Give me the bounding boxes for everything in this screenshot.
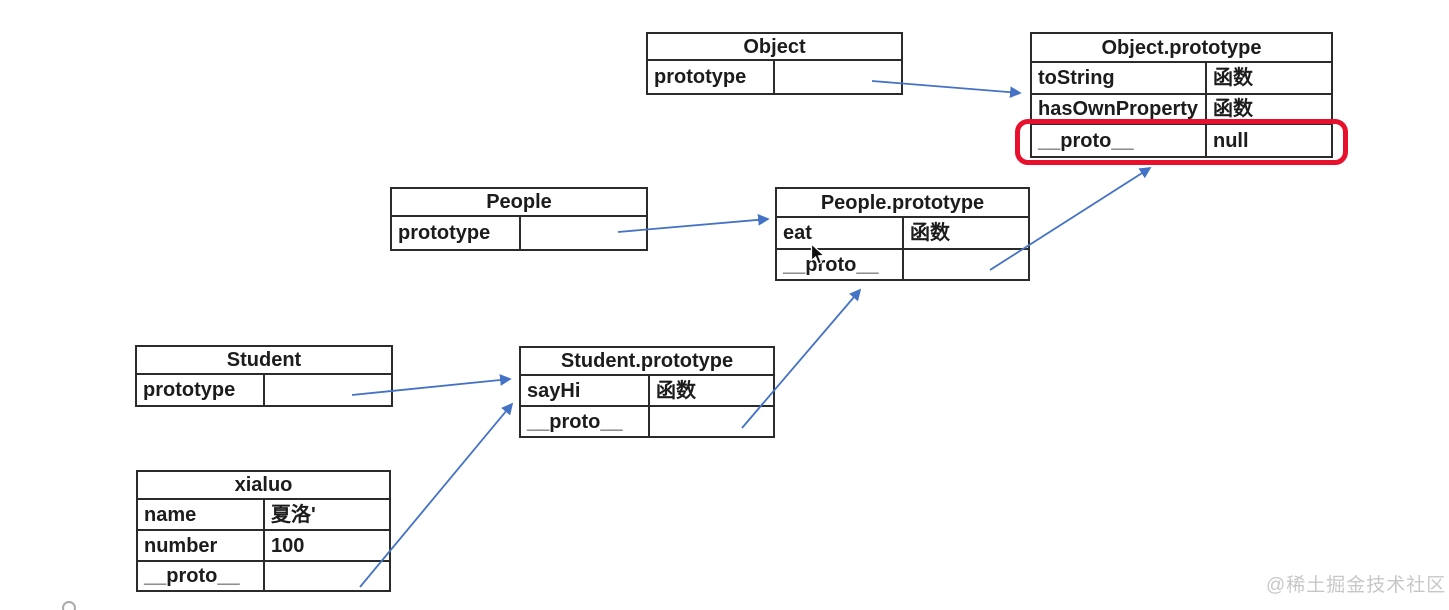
cell-number-key: number bbox=[138, 531, 265, 560]
table-people-prototype-title: People.prototype bbox=[820, 191, 985, 214]
mouse-cursor-icon bbox=[810, 243, 826, 265]
cell-number-value: 100 bbox=[271, 534, 305, 557]
table-row: prototype bbox=[648, 59, 901, 93]
table-xialuo: xialuo name 夏洛' number 100 __proto__ bbox=[136, 470, 391, 592]
cell-object-prototype-value bbox=[775, 61, 901, 93]
cell-object-proto-value: null bbox=[1213, 129, 1249, 152]
table-people-prototype: People.prototype eat 函数 __proto__ bbox=[775, 187, 1030, 281]
cell-people-proto-value bbox=[904, 250, 1028, 279]
cell-hasownproperty-value: 函数 bbox=[1213, 98, 1253, 120]
cell-name-key: name bbox=[138, 500, 265, 529]
watermark: @稀土掘金技术社区 bbox=[1266, 575, 1447, 596]
table-row: toString 函数 bbox=[1032, 61, 1331, 93]
partial-circle bbox=[62, 601, 76, 610]
table-student-prototype-title: Student.prototype bbox=[560, 350, 734, 372]
table-people-title: People bbox=[486, 191, 552, 213]
table-object-prototype: Object.prototype toString 函数 hasOwnPrope… bbox=[1030, 32, 1333, 158]
table-object-prototype-title: Object.prototype bbox=[1101, 36, 1262, 59]
cell-student-proto-key: __proto__ bbox=[521, 407, 650, 436]
cell-sayhi-key: sayHi bbox=[521, 376, 650, 405]
table-student-prototype: Student.prototype sayHi 函数 __proto__ bbox=[519, 346, 775, 438]
cell-name-value: 夏洛' bbox=[271, 503, 316, 526]
cell-xialuo-proto-key: __proto__ bbox=[138, 562, 265, 590]
cell-tostring-value: 函数 bbox=[1213, 67, 1253, 89]
table-row-highlighted: __proto__ null bbox=[1032, 123, 1331, 156]
table-row: __proto__ bbox=[521, 405, 773, 436]
table-row: eat 函数 bbox=[777, 216, 1028, 248]
table-row: number 100 bbox=[138, 529, 389, 560]
table-student-title: Student bbox=[226, 349, 302, 371]
cell-xialuo-proto-value bbox=[265, 562, 389, 590]
cell-eat-value: 函数 bbox=[910, 222, 950, 244]
cell-sayhi-value: 函数 bbox=[656, 379, 696, 402]
table-row: hasOwnProperty 函数 bbox=[1032, 93, 1331, 123]
table-row: __proto__ bbox=[138, 560, 389, 590]
cell-student-proto-value bbox=[650, 407, 773, 436]
table-row: sayHi 函数 bbox=[521, 374, 773, 405]
table-row: prototype bbox=[392, 215, 646, 249]
cell-object-proto-key: __proto__ bbox=[1032, 125, 1207, 156]
cell-student-prototype-key: prototype bbox=[137, 375, 265, 405]
cell-tostring-key: toString bbox=[1032, 63, 1207, 93]
cell-student-prototype-value bbox=[265, 375, 391, 405]
table-row: prototype bbox=[137, 373, 391, 405]
cell-people-prototype-value bbox=[521, 217, 646, 249]
cell-people-proto-key: __proto__ bbox=[777, 250, 904, 279]
cell-eat-key: eat bbox=[777, 218, 904, 248]
table-xialuo-title: xialuo bbox=[234, 474, 293, 496]
highlight-red-box bbox=[1015, 119, 1348, 165]
cell-hasownproperty-key: hasOwnProperty bbox=[1032, 95, 1207, 123]
table-people: People prototype bbox=[390, 187, 648, 251]
table-row: __proto__ bbox=[777, 248, 1028, 279]
table-object: Object prototype bbox=[646, 32, 903, 95]
cell-object-prototype-key: prototype bbox=[648, 61, 775, 93]
table-student: Student prototype bbox=[135, 345, 393, 407]
table-object-title: Object bbox=[743, 35, 806, 58]
table-row: name 夏洛' bbox=[138, 498, 389, 529]
cell-people-prototype-key: prototype bbox=[392, 217, 521, 249]
